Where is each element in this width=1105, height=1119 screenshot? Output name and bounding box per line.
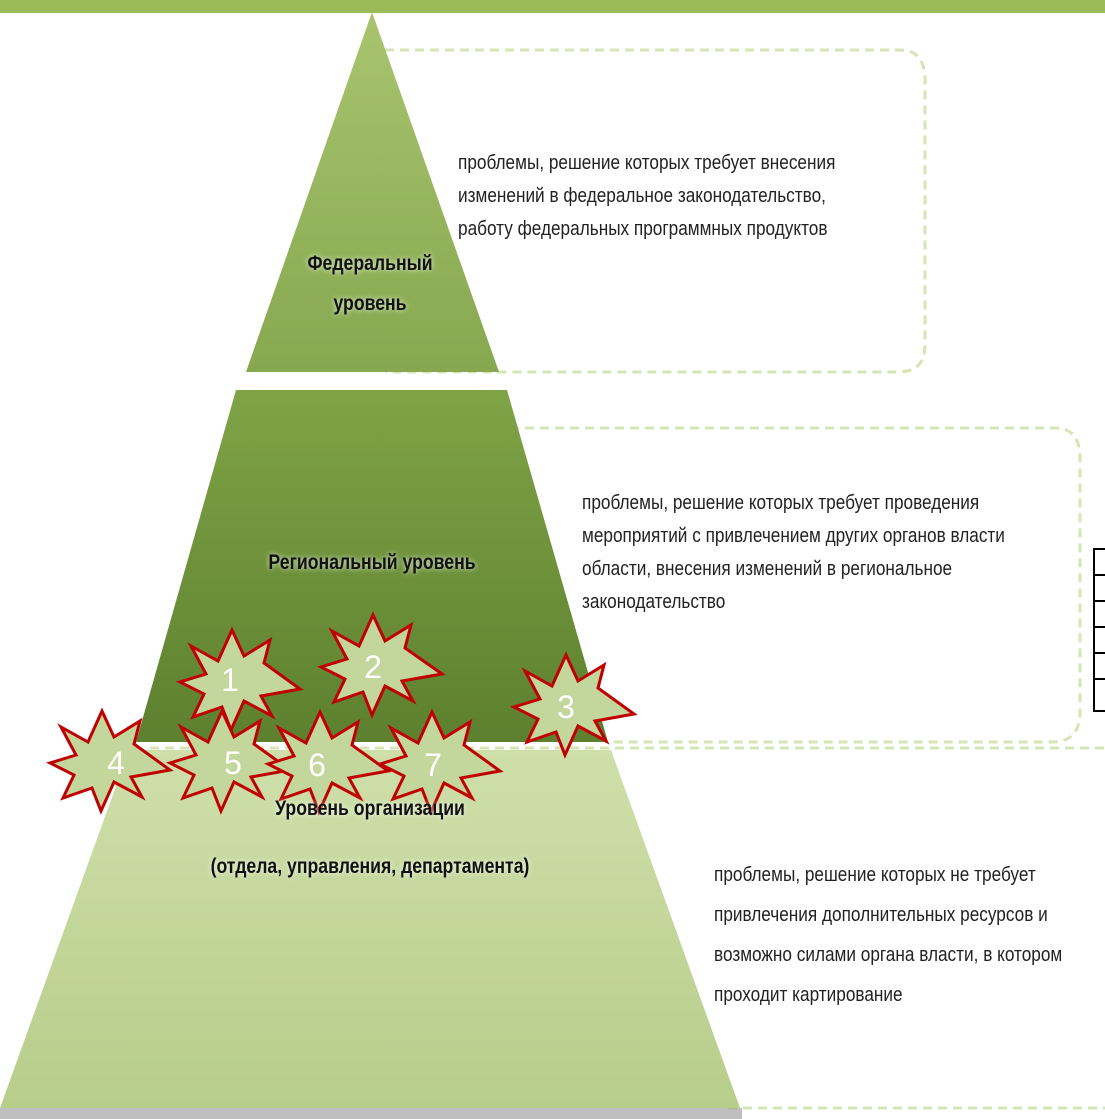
- problem-marker-3-burst: [509, 651, 638, 759]
- federal-level-label-line1: Федеральный: [307, 252, 433, 275]
- organization-description-line: привлечения дополнительных ресурсов и: [714, 904, 1048, 926]
- federal-level-description: проблемы, решение которых требует внесен…: [458, 147, 835, 246]
- top-accent-bar: [0, 0, 1105, 13]
- problem-marker-4: 4: [107, 745, 125, 781]
- regional-description-line: мероприятий с привлечением других органо…: [582, 525, 1005, 547]
- regional-level-description: проблемы, решение которых требует провед…: [582, 487, 1005, 619]
- pyramid-tier-organization: [0, 750, 740, 1108]
- federal-description-line: работу федеральных программных продуктов: [458, 218, 828, 240]
- problem-marker-1: 1: [221, 662, 239, 698]
- regional-description-line: области, внесения изменений в региональн…: [582, 558, 953, 580]
- regional-description-line: проблемы, решение которых требует провед…: [582, 492, 980, 514]
- regional-description-line: законодательство: [582, 591, 726, 613]
- federal-description-line: проблемы, решение которых требует внесен…: [458, 152, 836, 174]
- table-row-divider: [1095, 652, 1105, 654]
- pyramid-base-shadow: [0, 1108, 742, 1119]
- problem-marker-2-burst: [316, 611, 446, 719]
- cropped-table-fragment: [1093, 548, 1105, 712]
- problem-marker-5-burst: [165, 707, 294, 815]
- problem-marker-5: 5: [224, 745, 242, 781]
- table-row-divider: [1095, 600, 1105, 602]
- organization-level-description: проблемы, решение которых не требует при…: [714, 855, 1062, 1015]
- problem-marker-6-burst: [263, 708, 392, 816]
- problem-marker-1-burst: [175, 626, 304, 734]
- table-row-divider: [1095, 626, 1105, 628]
- problem-marker-7-burst: [375, 708, 504, 816]
- federal-level-label-line2: уровень: [333, 292, 407, 315]
- problem-marker-7: 7: [424, 747, 442, 783]
- organization-level-label: Уровень организации (отдела, управления,…: [202, 780, 538, 896]
- table-row-divider: [1095, 574, 1105, 576]
- federal-level-label: Федеральный уровень: [286, 244, 454, 324]
- federal-description-line: изменений в федеральное законодательство…: [458, 185, 826, 207]
- problem-marker-2: 2: [364, 649, 382, 685]
- federal-callout-frame: [385, 48, 927, 374]
- organization-description-line: проблемы, решение которых не требует: [714, 864, 1036, 886]
- organization-level-label-line1: Уровень организации: [275, 797, 465, 820]
- pyramid-tier-federal: [246, 12, 499, 372]
- problem-marker-4-burst: [45, 707, 174, 815]
- organization-description-line: возможно силами органа власти, в котором: [714, 944, 1063, 966]
- problem-marker-3: 3: [557, 689, 575, 725]
- regional-callout-frame: [510, 426, 1082, 744]
- table-row-divider: [1095, 678, 1105, 680]
- organization-callout-frame: [150, 746, 1105, 1110]
- organization-level-label-line2: (отдела, управления, департамента): [210, 855, 530, 878]
- regional-level-label: Региональный уровень: [268, 551, 476, 574]
- problem-marker-6: 6: [308, 747, 326, 783]
- organization-description-line: проходит картирование: [714, 984, 903, 1006]
